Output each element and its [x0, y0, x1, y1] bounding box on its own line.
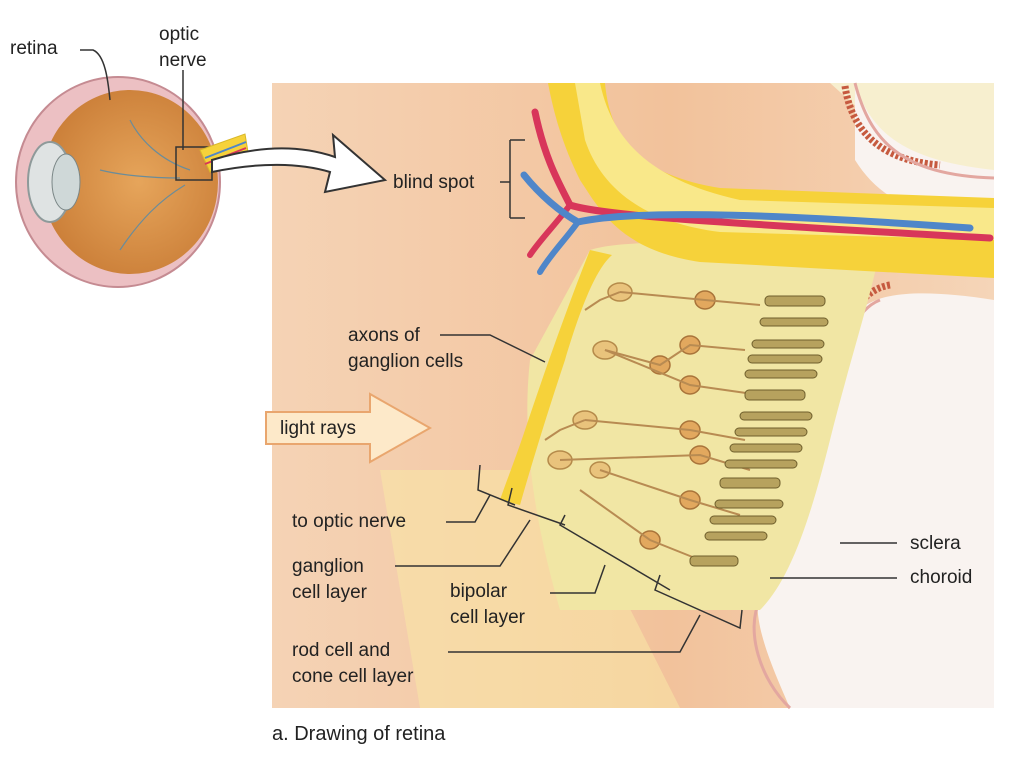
label-choroid: choroid [910, 567, 973, 588]
leader-lines [80, 49, 897, 653]
label-axons: axons of ganglion cells [348, 325, 464, 372]
label-to-optic-nerve: to optic nerve [292, 511, 407, 532]
retina-layer [527, 242, 880, 610]
optic-nerve-band-pale [575, 83, 994, 240]
sclera-edge-upper [853, 82, 995, 180]
sclera-right [757, 83, 994, 708]
figure-caption: a. Drawing of retina [272, 723, 446, 745]
sclera-upper [560, 83, 994, 180]
choroid-upper [841, 85, 941, 169]
zoom-arrow [211, 132, 388, 194]
label-ganglion-layer: ganglion cell layer [292, 556, 367, 603]
light-beam [380, 470, 680, 708]
vein-branch [537, 219, 581, 275]
label-retina: retina [10, 38, 58, 59]
axon-band [500, 250, 612, 505]
vein [520, 171, 974, 232]
label-bipolar-layer: bipolar cell layer [450, 581, 525, 628]
light-rays-arrow [265, 392, 433, 464]
label-blind-spot: blind spot [393, 172, 475, 193]
eye-illustration [15, 76, 249, 288]
label-optic-nerve: optic nerve [159, 24, 207, 71]
label-light-rays: light rays [280, 418, 357, 439]
label-rod-cone-layer: rod cell and cone cell layer [292, 640, 414, 687]
rods-and-cones [689, 295, 829, 567]
artery [531, 108, 994, 242]
label-sclera: sclera [910, 533, 961, 554]
